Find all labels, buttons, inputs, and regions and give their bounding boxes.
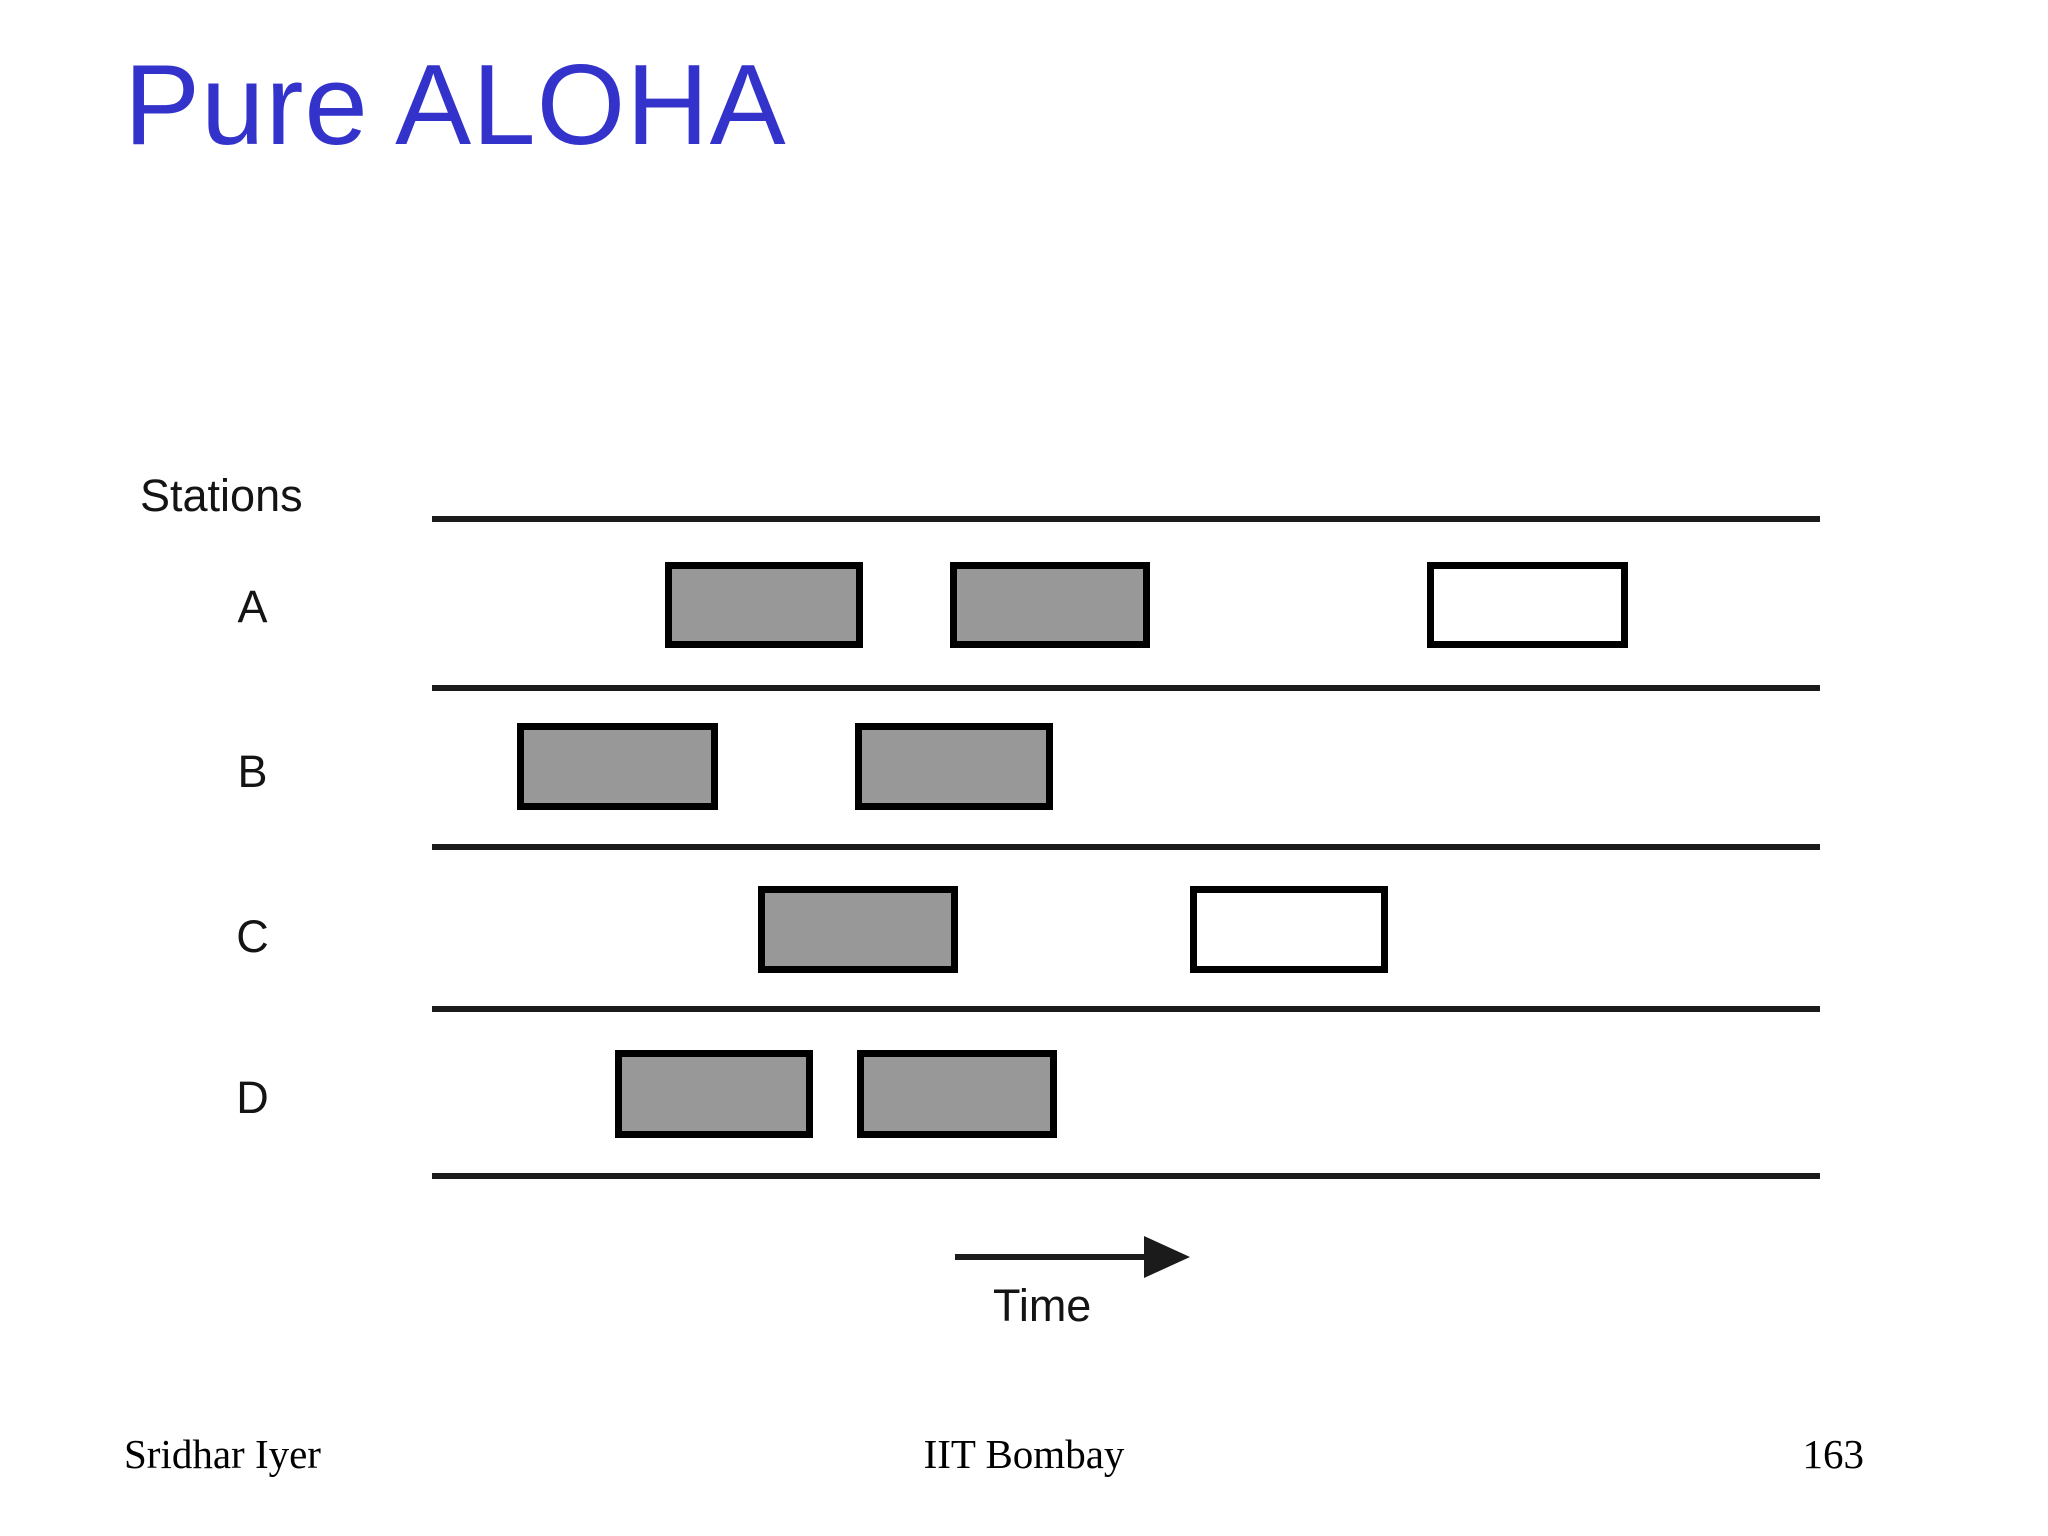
time-arrow-shaft [955,1254,1144,1260]
frame-outline [1190,886,1388,973]
timeline-rail [432,685,1820,691]
footer-author: Sridhar Iyer [124,1431,321,1477]
frame-shaded [950,562,1150,648]
timeline-rail [432,1173,1820,1179]
slide-title: Pure ALOHA [124,42,787,169]
frame-shaded [857,1050,1057,1138]
frame-shaded [758,886,958,973]
station-label-c: C [236,911,269,962]
slide-footer: Sridhar Iyer IIT Bombay 163 [0,1430,2048,1490]
time-arrow-head [1144,1236,1190,1278]
frame-shaded [665,562,863,648]
timeline-rail [432,844,1820,850]
timeline-rail [432,516,1820,522]
station-label-a: A [237,581,268,632]
frame-shaded [517,723,718,810]
timeline-rail [432,1006,1820,1012]
footer-institution: IIT Bombay [923,1431,1125,1477]
stations-axis-label: Stations [140,470,303,521]
footer-page-number: 163 [1802,1431,1865,1477]
station-label-d: D [236,1072,269,1123]
frame-shaded [855,723,1053,810]
station-label-b: B [237,746,268,797]
time-axis-label: Time [993,1280,1092,1331]
frame-outline [1427,562,1628,648]
frame-shaded [615,1050,813,1138]
